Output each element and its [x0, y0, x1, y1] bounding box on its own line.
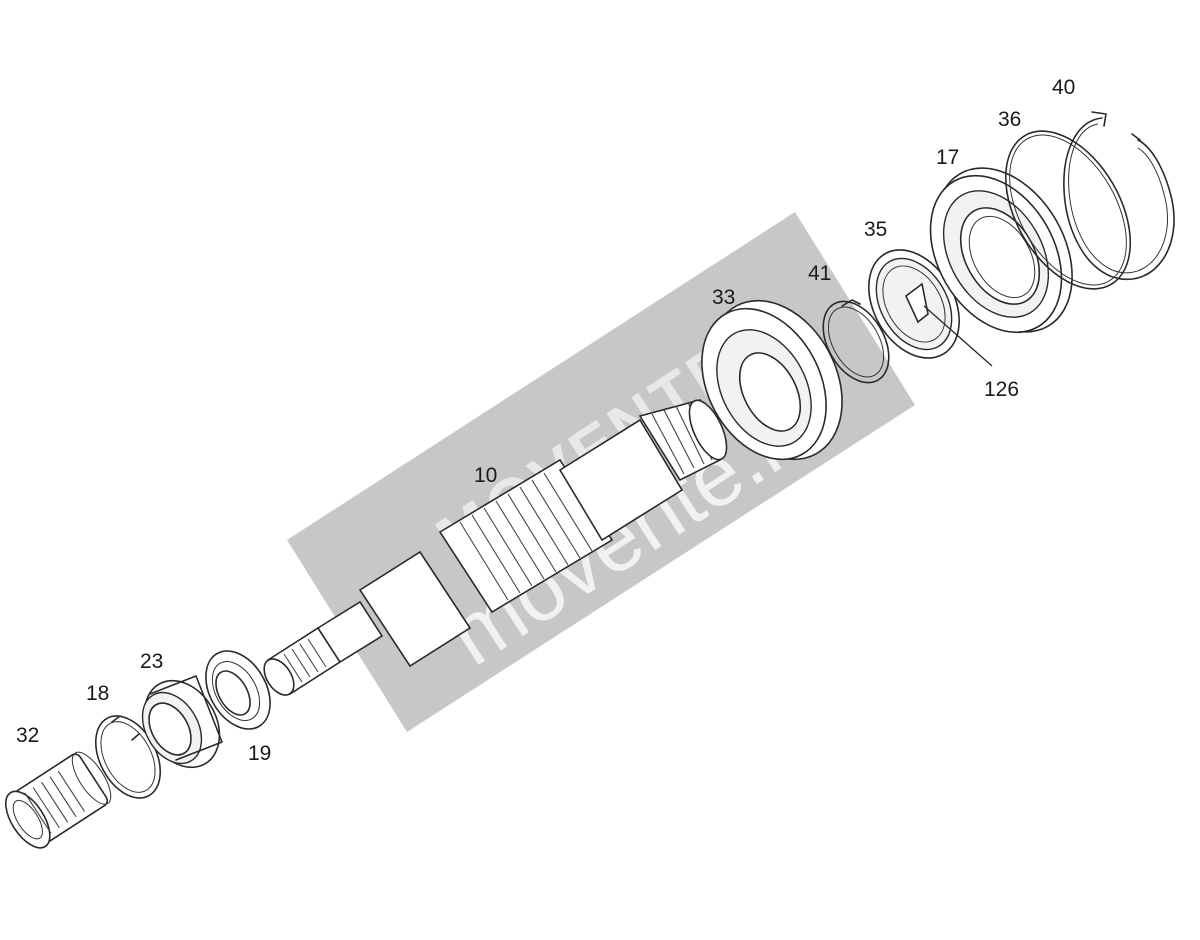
callout-23: 23 [140, 650, 163, 673]
callout-36: 36 [998, 108, 1021, 131]
callout-41: 41 [808, 262, 831, 285]
leader-126 [923, 305, 993, 367]
part-40-snap-ring [1063, 111, 1175, 281]
part-32-needle-bearing [5, 751, 112, 849]
part-19-washer [205, 650, 271, 730]
part-126-insert [905, 282, 929, 324]
part-33-ball-bearing [701, 299, 843, 461]
callout-33: 33 [712, 286, 735, 309]
callouts: 40 36 17 35 41 33 126 10 23 18 32 19 [16, 76, 1075, 765]
callout-18: 18 [86, 682, 109, 705]
part-17-cover [929, 167, 1073, 334]
callout-19: 19 [248, 742, 271, 765]
callout-17: 17 [936, 146, 959, 169]
part-35-seal [868, 249, 960, 359]
callout-32: 32 [16, 724, 39, 747]
part-41-circlip [822, 299, 890, 384]
callout-40: 40 [1052, 76, 1075, 99]
callout-126: 126 [984, 378, 1019, 401]
callout-10: 10 [474, 464, 497, 487]
part-23-seal [141, 675, 223, 769]
part-36-o-ring [1004, 130, 1132, 290]
part-10-main-shaft [263, 399, 728, 696]
callout-35: 35 [864, 218, 887, 241]
